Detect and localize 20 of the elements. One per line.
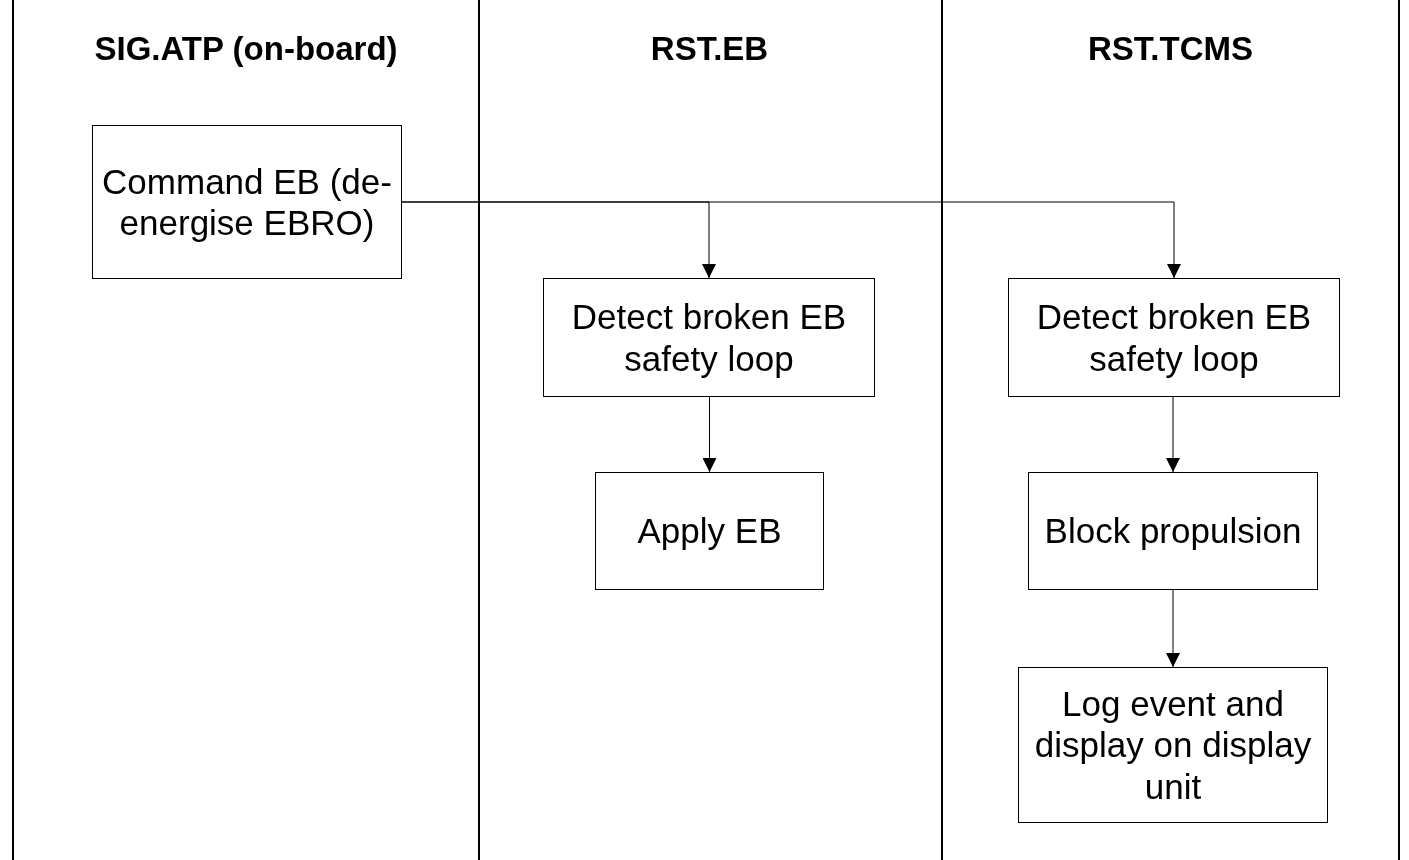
process-label: Apply EB [637,510,782,552]
process-label: Block propulsion [1044,510,1302,552]
arrow [702,396,717,473]
arrow [1166,396,1180,473]
process-label: Detect broken EB safety loop [570,296,848,379]
process-box [1008,278,1340,397]
process-box [595,472,824,590]
process-box [1018,667,1328,823]
lane-heading: RST.EB [649,30,770,68]
process-label: Detect broken EB safety loop [1035,296,1313,379]
process-box [92,125,402,279]
arrow [401,201,1181,279]
lane-heading: SIG.ATP (on-board) [93,30,399,68]
process-label: Command EB (de-energise EBRO) [101,160,393,244]
arrow [1166,589,1180,668]
process-box [1028,472,1318,590]
process-label: Log event and display on display unit [1033,683,1313,807]
swimlane [12,0,480,860]
process-box [543,278,875,397]
lane-heading: RST.TCMS [1087,30,1254,68]
